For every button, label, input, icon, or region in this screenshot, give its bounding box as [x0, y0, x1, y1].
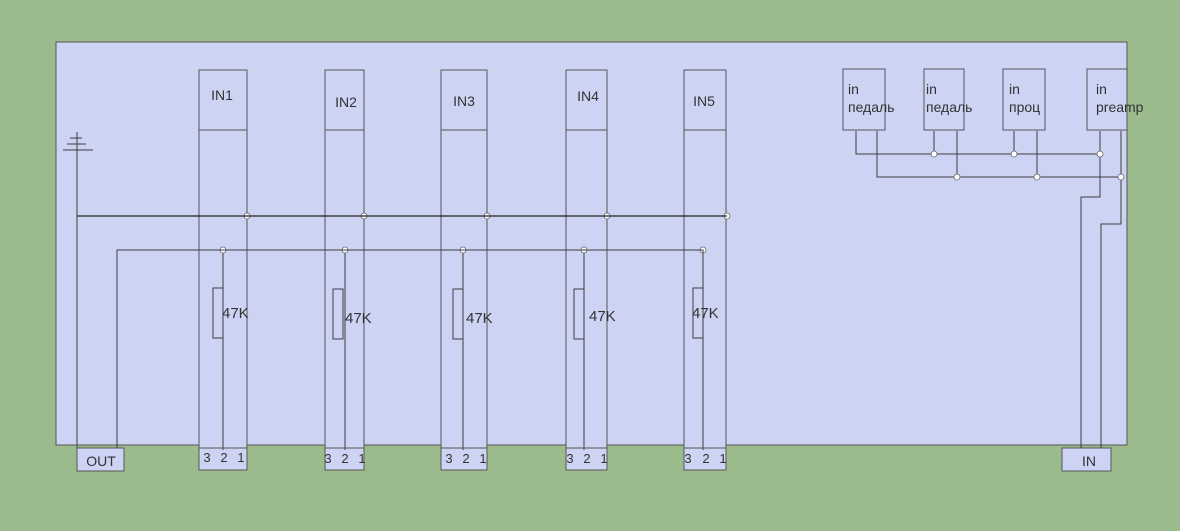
channel-label: IN3 — [453, 93, 475, 109]
jack-line2: preamp — [1096, 99, 1144, 115]
jack-line2: проц — [1009, 99, 1040, 115]
in-connector: IN — [1061, 447, 1112, 472]
channel-label: IN1 — [211, 87, 233, 103]
channel-label: IN5 — [693, 93, 715, 109]
pin-number: 2 — [702, 451, 709, 466]
jack-boxes: in педаль in педаль in проц in preamp — [842, 68, 1144, 131]
pin-number: 2 — [220, 450, 227, 465]
pin-number: 1 — [358, 451, 365, 466]
out-connector: OUT — [76, 447, 125, 472]
jack-line2: педаль — [926, 99, 972, 115]
resistor-value: 47K — [692, 305, 719, 322]
out-connector-label: OUT — [86, 453, 116, 469]
pin-number: 1 — [479, 451, 486, 466]
resistor-symbol — [692, 287, 704, 339]
jack-line1: in — [1009, 81, 1020, 97]
resistor-value: 47K — [589, 308, 616, 325]
pin-number: 2 — [462, 451, 469, 466]
jack-wiring — [855, 131, 1122, 448]
pin-number: 3 — [445, 451, 452, 466]
channel-label: IN4 — [577, 88, 599, 104]
jack-box-body — [923, 68, 965, 131]
jack-line1: in — [926, 81, 937, 97]
pin-number: 2 — [583, 451, 590, 466]
channel-label: IN2 — [335, 94, 357, 110]
channel-strip-body — [565, 69, 608, 471]
jack-box-4: in preamp — [1086, 68, 1144, 131]
jack-junctions — [930, 150, 1125, 181]
channel-strip-body — [683, 69, 727, 471]
resistor-symbol — [452, 288, 464, 340]
jack-line1: in — [1096, 81, 1107, 97]
pin-number: 2 — [341, 451, 348, 466]
channel-strip-body — [440, 69, 488, 471]
pin-number: 3 — [203, 450, 210, 465]
pin-number: 3 — [566, 451, 573, 466]
resistor-value: 47K — [466, 310, 493, 327]
resistor-symbol — [573, 288, 585, 340]
pin-number: 3 — [684, 451, 691, 466]
jack-box-body — [1002, 68, 1046, 131]
jack-line1: in — [848, 81, 859, 97]
jack-box-2: in педаль — [923, 68, 972, 131]
jack-box-body — [842, 68, 886, 131]
in-connector-label: IN — [1082, 453, 1096, 469]
jack-box-body — [1086, 68, 1128, 131]
jack-box-3: in проц — [1002, 68, 1046, 131]
resistor-symbol — [332, 288, 344, 340]
pin-number: 3 — [324, 451, 331, 466]
pin-number: 1 — [237, 450, 244, 465]
resistor-value: 47K — [222, 305, 249, 322]
resistor-symbol — [212, 287, 224, 339]
pin-number: 1 — [719, 451, 726, 466]
jack-line2: педаль — [848, 99, 894, 115]
pin-number: 1 — [600, 451, 607, 466]
output-signal-bus — [116, 249, 704, 448]
resistor-value: 47K — [345, 310, 372, 327]
jack-box-1: in педаль — [842, 68, 894, 131]
